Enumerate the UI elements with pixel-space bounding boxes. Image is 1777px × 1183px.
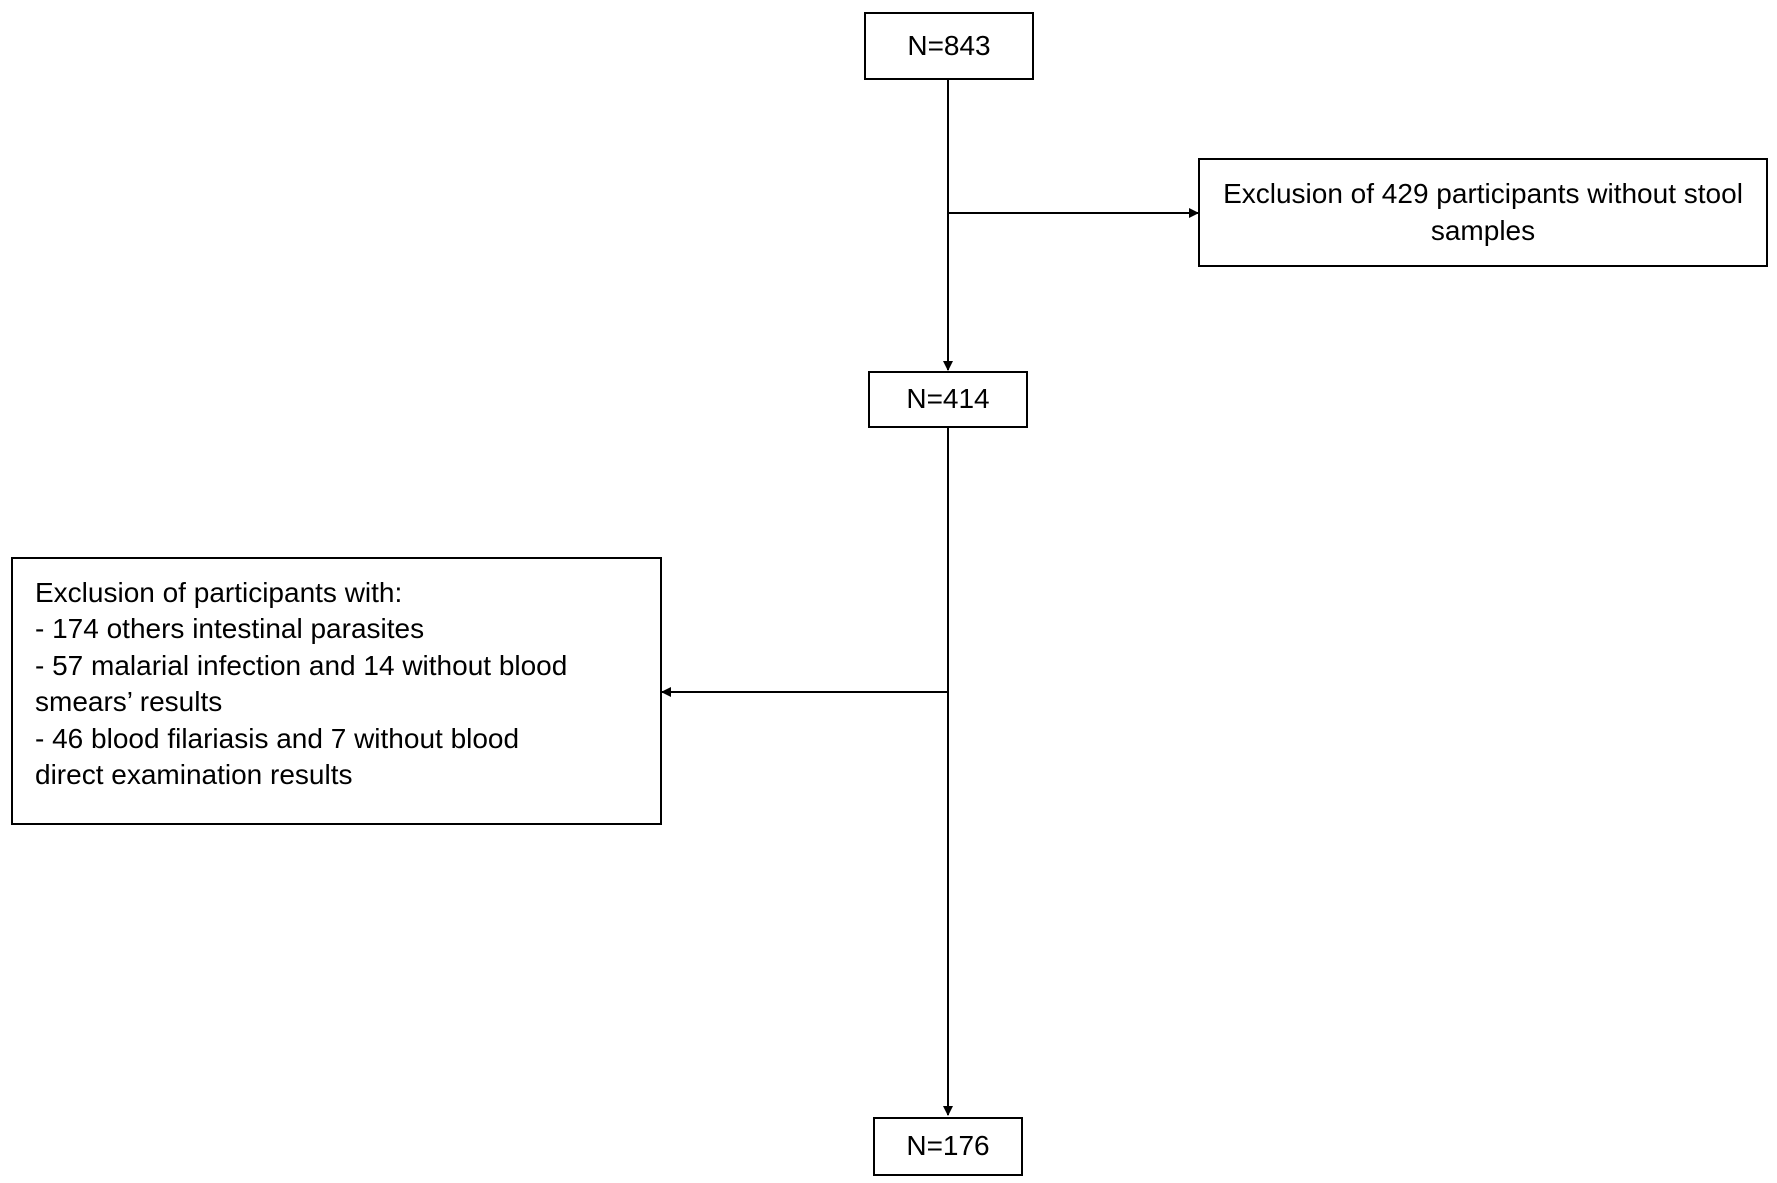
stage-2-label: N=414 bbox=[906, 383, 990, 415]
stage-3-label: N=176 bbox=[906, 1130, 990, 1162]
stage-1-box: N=843 bbox=[864, 12, 1034, 80]
stage-1-label: N=843 bbox=[907, 29, 991, 61]
exclusion-2-line: Exclusion of participants with: bbox=[35, 577, 403, 608]
exclusion-2-line: direct examination results bbox=[35, 758, 353, 790]
exclusion-2-line: - 174 others intestinal parasites bbox=[35, 613, 425, 645]
exclusion-2-line: - 46 blood filariasis and 7 without bloo… bbox=[35, 722, 520, 754]
exclusion-2-line: - 57 malarial infection and 14 without b… bbox=[35, 649, 568, 681]
exclusion-1-text: Exclusion of 429 participants without st… bbox=[1223, 178, 1743, 246]
stage-2-box: N=414 bbox=[868, 371, 1028, 428]
stage-3-box: N=176 bbox=[873, 1117, 1023, 1176]
exclusion-2-line: smears’ results bbox=[35, 686, 223, 718]
exclusion-2-box: Exclusion of participants with: - 174 ot… bbox=[11, 557, 662, 825]
exclusion-1-box: Exclusion of 429 participants without st… bbox=[1198, 158, 1768, 267]
